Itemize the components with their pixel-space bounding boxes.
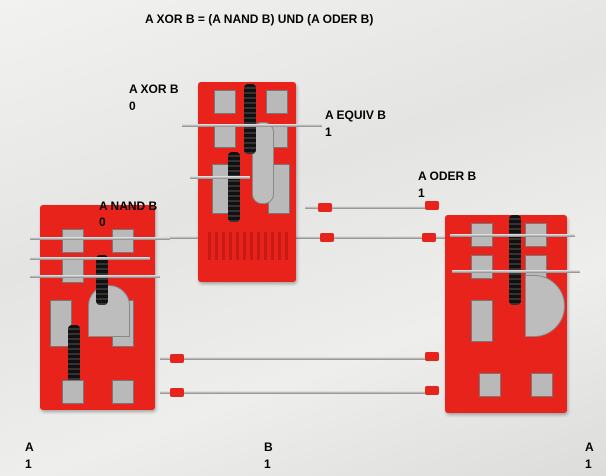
- switch-block: [112, 229, 134, 253]
- oder-module: [445, 215, 567, 413]
- rod-cap: [320, 233, 334, 242]
- rod-oder-output: [305, 206, 435, 209]
- cam-disc: [252, 122, 274, 204]
- nand-label: A NAND B: [99, 199, 158, 213]
- oder-value: 1: [418, 186, 425, 200]
- cam-disc: [88, 285, 130, 337]
- switch-block: [266, 90, 288, 114]
- input-a-left-value: 1: [25, 457, 32, 471]
- axle: [182, 124, 322, 127]
- rod-cap: [318, 203, 332, 212]
- rod-cap: [422, 233, 436, 242]
- und-module: [198, 82, 296, 282]
- axle: [190, 176, 250, 179]
- input-a-right-label: A: [585, 440, 594, 454]
- rod-cap: [425, 201, 439, 210]
- input-b-label: B: [264, 440, 273, 454]
- gear-icon: [228, 152, 240, 222]
- equiv-value: 1: [325, 125, 332, 139]
- equiv-label: A EQUIV B: [325, 108, 386, 122]
- switch-block: [62, 380, 84, 404]
- rod-cap: [425, 352, 439, 361]
- input-a-right-value: 1: [585, 457, 592, 471]
- switch-block: [214, 90, 236, 114]
- switch-block: [50, 300, 72, 347]
- rod-cap: [425, 386, 439, 395]
- switch-block: [112, 380, 134, 404]
- switch-block: [479, 373, 501, 397]
- rod-input-a: [160, 391, 435, 394]
- axle: [450, 234, 575, 237]
- switch-block: [214, 124, 236, 148]
- nand-value: 0: [99, 215, 106, 229]
- gear-icon: [244, 84, 256, 154]
- input-a-left-label: A: [25, 440, 34, 454]
- axle: [30, 237, 170, 240]
- axle: [30, 275, 160, 278]
- axle: [30, 257, 150, 260]
- xor-label: A XOR B: [129, 82, 179, 96]
- gear-icon: [68, 325, 80, 385]
- oder-label: A ODER B: [418, 169, 477, 183]
- nand-module: [40, 205, 155, 410]
- page-title: A XOR B = (A NAND B) UND (A ODER B): [145, 12, 374, 26]
- rod-cap: [170, 388, 184, 397]
- rod-cap: [170, 354, 184, 363]
- switch-block: [62, 229, 84, 253]
- gear-icon: [509, 215, 521, 305]
- axle: [452, 270, 580, 273]
- cam-disc: [525, 275, 565, 337]
- switch-block: [531, 373, 553, 397]
- switch-block: [62, 259, 84, 283]
- gear-icon: [96, 255, 108, 305]
- xor-value: 0: [129, 99, 136, 113]
- input-b-value: 1: [264, 457, 271, 471]
- rod-input-b: [160, 357, 435, 360]
- rod-nand-to-und: [165, 236, 445, 239]
- switch-block: [471, 300, 493, 342]
- switch-block: [471, 255, 493, 279]
